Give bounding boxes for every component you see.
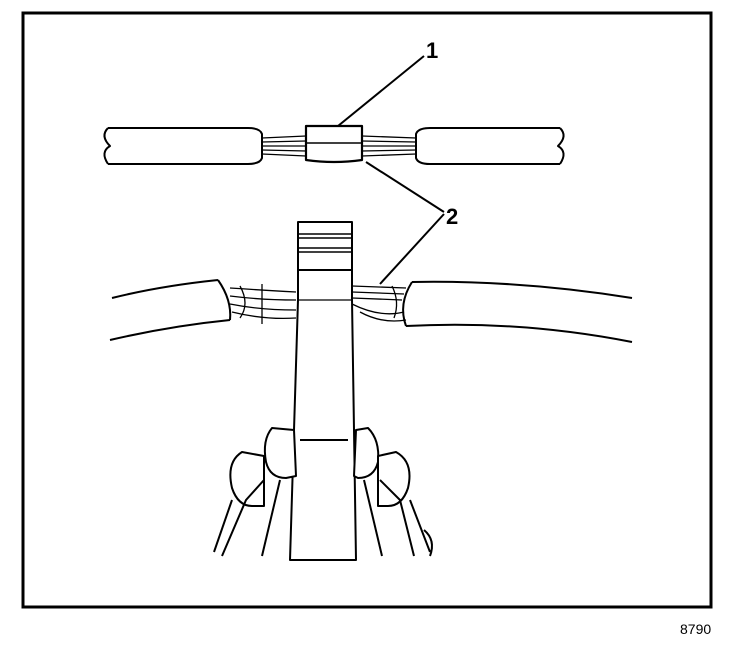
right-crimp-strands xyxy=(351,285,407,322)
right-curved-insulation-end xyxy=(402,281,413,327)
tool-left-handle-outer xyxy=(229,451,265,507)
tool-left-handle-edge xyxy=(213,499,233,553)
tool-right-handle-arm xyxy=(379,479,415,557)
tool-left-handle-arm xyxy=(221,479,265,557)
right-curved-insulation-top xyxy=(411,280,633,299)
crimping-tool xyxy=(213,221,433,561)
figure-id: 8790 xyxy=(680,621,711,637)
left-curved-insulation-top xyxy=(111,279,219,299)
leader-2-bottom xyxy=(379,213,445,285)
leader-1 xyxy=(337,55,425,127)
right-wire-insulation xyxy=(415,127,560,165)
tool-jaw-body xyxy=(289,269,357,561)
tool-right-handle-outer xyxy=(377,451,411,507)
bottom-wire-assembly xyxy=(109,279,633,343)
right-bare-strands xyxy=(361,135,417,157)
callout-label-1: 1 xyxy=(426,38,438,63)
left-wire-insulation xyxy=(108,127,263,165)
leader-2-top xyxy=(365,161,445,213)
right-curved-insulation-bottom xyxy=(405,323,633,343)
tool-right-pivot xyxy=(353,427,380,479)
left-curved-insulation-end xyxy=(217,279,232,321)
tool-right-handle-curl xyxy=(423,529,433,557)
tool-right-handle-edge xyxy=(409,499,431,553)
tool-left-handle-arm-inner xyxy=(261,479,281,557)
tool-jaw-tip xyxy=(297,221,353,271)
right-wire-end-break xyxy=(557,127,565,165)
tool-left-pivot xyxy=(263,427,297,479)
left-bare-strands xyxy=(261,135,307,157)
callout-label-2: 2 xyxy=(446,204,458,229)
callout-leaders xyxy=(337,55,445,285)
left-crimp-strands xyxy=(229,284,297,324)
figure-frame xyxy=(21,11,713,609)
tool-right-handle-arm-inner xyxy=(363,479,383,557)
left-wire-end-break xyxy=(103,127,111,165)
top-wire-assembly xyxy=(103,124,565,165)
splice-clip xyxy=(304,124,364,164)
left-curved-insulation-bottom xyxy=(109,319,231,341)
